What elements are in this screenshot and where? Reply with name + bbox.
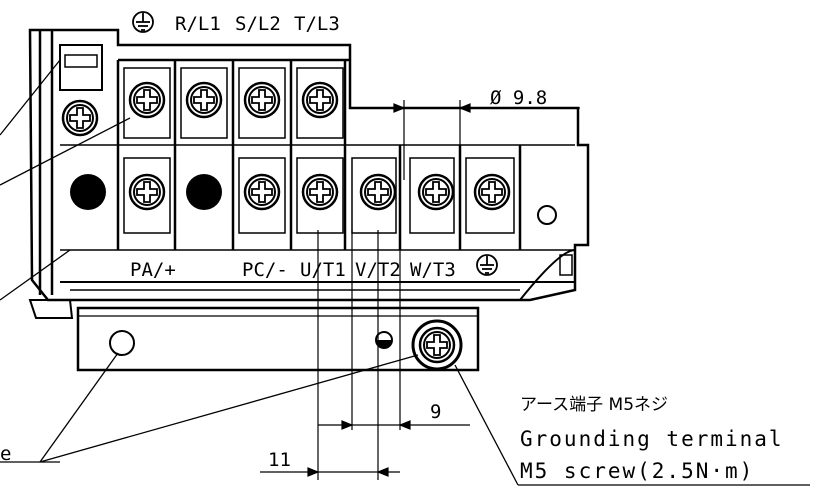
- dimension-lines: [260, 100, 580, 480]
- bottom-label-pa: PA/+: [130, 259, 176, 281]
- callout-line1: Grounding terminal: [520, 427, 784, 451]
- callout-japanese: アース端子 M5ネジ: [520, 395, 668, 415]
- dimension-width: 11: [268, 449, 291, 471]
- left-partial-label: e: [0, 443, 11, 465]
- top-label-s-l2: S/L2: [235, 13, 281, 35]
- top-label-t-l3: T/L3: [294, 13, 340, 35]
- dimension-diameter: Ø 9.8: [490, 87, 547, 109]
- dimension-pitch: 9: [430, 401, 441, 423]
- grounding-screw: [109, 319, 463, 371]
- bottom-screws: [70, 173, 511, 211]
- ground-symbol-icon: [132, 11, 154, 33]
- leader-lines: [0, 59, 810, 486]
- top-label-r-l1: R/L1: [175, 13, 221, 35]
- ground-symbol-icon: [476, 254, 498, 276]
- bottom-label-pc: PC/-: [242, 259, 288, 281]
- top-screws: [61, 81, 339, 137]
- callout-line2: M5 screw(2.5N·m): [520, 459, 754, 483]
- bottom-label-w-t3: W/T3: [410, 259, 456, 281]
- bottom-label-u-t1: U/T1: [300, 259, 346, 281]
